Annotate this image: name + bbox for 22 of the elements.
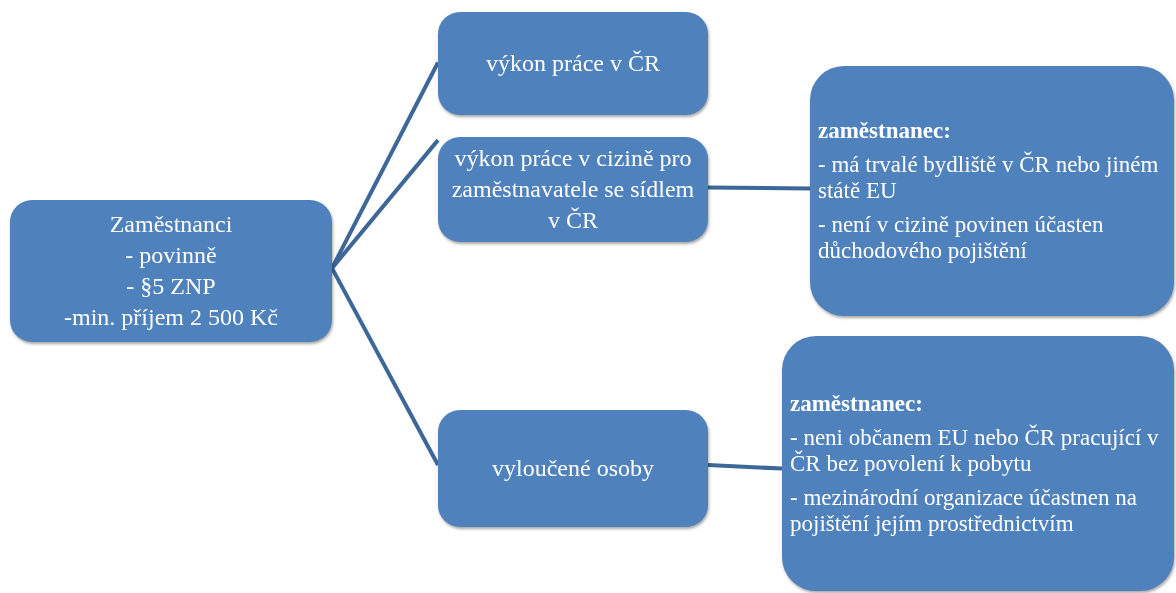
note-box <box>810 66 1174 316</box>
connector-line <box>707 185 811 191</box>
process-box <box>438 12 708 115</box>
box-heading: zaměstnanec: <box>818 118 951 144</box>
box-text: vyloučené osoby <box>492 454 654 483</box>
box-text: výkon práce v ČR <box>486 49 660 78</box>
process-box <box>438 137 708 242</box>
note-box <box>782 336 1174 591</box>
box-heading: zaměstnanec: <box>790 390 923 417</box>
process-box <box>438 410 708 527</box>
box-text: - neni občanem EU nebo ČR pracující v ČR bez povolení k pobytu <box>790 424 1160 477</box>
box-text: - mezinárodní organizace účastnen na pojištění jejím prostřednictvím <box>790 484 1138 537</box>
box-text: Zaměstnanci <box>109 210 233 239</box>
connector-line <box>707 463 783 471</box>
connector-line <box>330 267 440 466</box>
box-text: - není v cizině povinen účasten důchodového pojištění <box>818 212 1105 264</box>
box-text: - má trvalé bydliště v ČR nebo jiném státě EU <box>818 152 1160 204</box>
process-box <box>10 200 332 342</box>
box-text: výkon práce v cizině pro zaměstnavatele se sídlem v ČR <box>450 144 696 235</box>
box-text: - povinně <box>125 241 217 270</box>
box-text: - §5 ZNP <box>126 272 216 301</box>
box-text: -min. příjem 2 500 Kč <box>64 303 278 332</box>
